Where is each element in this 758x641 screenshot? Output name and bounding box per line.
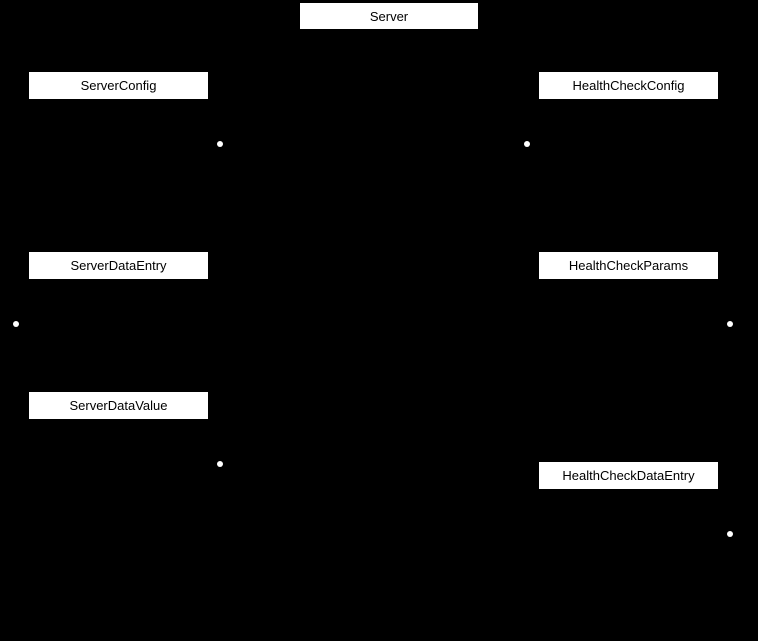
node-health-check-data-entry: HealthCheckDataEntry [539,462,718,489]
connector-dot-icon [217,141,223,147]
node-health-check-data-entry-label: HealthCheckDataEntry [562,468,695,483]
connector-dot-icon [727,531,733,537]
node-server-data-entry: ServerDataEntry [29,252,208,279]
node-server: Server [300,3,478,29]
node-server-config-label: ServerConfig [80,78,157,93]
node-server-data-value-label: ServerDataValue [69,398,168,413]
node-health-check-config: HealthCheckConfig [539,72,718,99]
node-health-check-params: HealthCheckParams [539,252,718,279]
node-server-data-entry-label: ServerDataEntry [70,258,167,273]
node-server-data-value: ServerDataValue [29,392,208,419]
connector-dot-icon [727,321,733,327]
node-health-check-config-label: HealthCheckConfig [572,78,685,93]
connector-dot-icon [217,461,223,467]
node-health-check-params-label: HealthCheckParams [568,258,689,273]
node-server-label: Server [369,8,409,24]
node-server-config: ServerConfig [29,72,208,99]
connector-dot-icon [13,321,19,327]
connector-dot-icon [524,141,530,147]
